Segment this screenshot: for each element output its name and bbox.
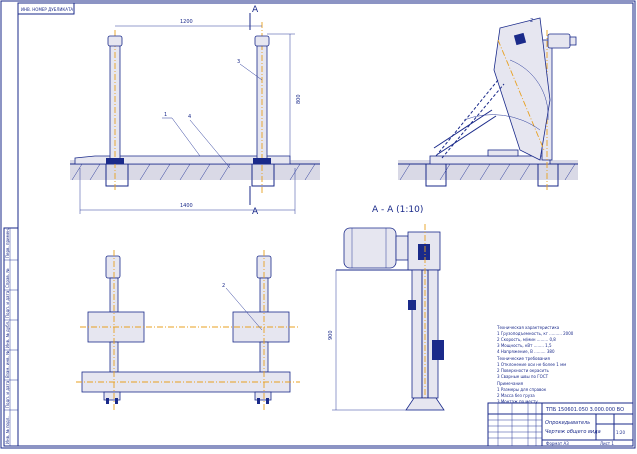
note-1: 1 Грузоподъемность, кг .......... 2000 [497, 331, 574, 336]
title-format: Формат А3 [546, 441, 569, 446]
side-motor [547, 33, 571, 49]
tilt-arc [463, 114, 541, 131]
side-stamp-3: Инв. № дубл. [5, 321, 10, 348]
callout-1-front: 1 [164, 112, 167, 118]
cylinder-dashed [435, 79, 499, 157]
note-3: 3 Мощность, кВт ........ 1,5 [497, 343, 552, 348]
dim-section-text: 900 [328, 330, 334, 340]
notes-block: Техническая характеристика 1 Грузоподъем… [496, 325, 574, 404]
note-0: Техническая характеристика [496, 325, 560, 330]
section-marker-bottom: А [252, 207, 259, 217]
side-platform [429, 155, 551, 165]
note-6: 1 Отклонение оси не более 1 мм [497, 362, 566, 367]
side-stamp-4: Взам. инв. № [5, 351, 10, 378]
note-7: 2 Поверхности окрасить [497, 368, 549, 373]
title-block: ТПБ 150601.050 3.000.000 ВО Опрокидывате… [487, 402, 634, 447]
plan-view: 2 [76, 250, 300, 410]
section-marker-top: А [252, 5, 259, 15]
note-11: 2 Масса без груза [497, 393, 535, 398]
dim-vertical-text: 800 [296, 94, 302, 104]
front-view: А А 1200 800 1400 1 4 3 [70, 5, 320, 217]
tilted-bin [493, 17, 551, 161]
note-5: Технические требования [496, 356, 551, 361]
side-view: 2 [398, 17, 578, 190]
callout-2-side: 2 [530, 18, 533, 24]
title-scale: 1:20 [616, 430, 625, 435]
side-stamp-6: Инв. № подл. [5, 416, 10, 444]
callout-3-front: 3 [237, 59, 240, 65]
cap-left [107, 35, 123, 47]
base-bolt-left [106, 158, 124, 164]
callout-4-front: 4 [188, 114, 191, 120]
side-stamp-5: Подп. и дата [5, 380, 10, 408]
side-stamp-1: Справ. № [5, 269, 10, 288]
title-name-1: Опрокидыватель [545, 420, 590, 426]
inner-frame [17, 2, 634, 447]
side-stamp-column: Перв. примен. Справ. № Подп. и дата Инв.… [3, 227, 19, 447]
dim-overall-text: 1400 [180, 203, 193, 209]
side-stamp-0: Перв. примен. [5, 228, 10, 258]
note-4: 4 Напряжение, В ......... 380 [497, 349, 555, 354]
section-label: А - А (1:10) [372, 205, 423, 215]
header-stamp-text: ИНВ. НОМЕР ДУБЛИКАТА [21, 7, 73, 12]
title-sheet: Лист 1 [600, 441, 614, 446]
side-stamp-2: Подп. и дата [5, 290, 10, 318]
note-9: Примечания [497, 381, 524, 386]
note-8: 3 Сварные швы по ГОСТ [497, 374, 549, 379]
plan-cap-left [105, 255, 121, 279]
floor-fill [70, 160, 320, 180]
callout-2-plan: 2 [222, 283, 225, 289]
title-name-2: Чертеж общего вида [545, 429, 601, 435]
cap-right [254, 35, 270, 47]
note-12: 3 Монтаж по месту [497, 399, 538, 404]
note-2: 2 Скорость, м/мин ......... 0,8 [497, 337, 556, 342]
section-aa: А - А (1:10) 900 [328, 205, 445, 411]
title-code: ТПБ 150601.050 3.000.000 ВО [545, 407, 624, 413]
header-stamp: ИНВ. НОМЕР ДУБЛИКАТА [17, 2, 75, 15]
dim-top-span-text: 1200 [180, 19, 193, 25]
section-clamp [432, 340, 444, 360]
note-10: 1 Размеры для справок [497, 387, 547, 392]
base-bolt-right [253, 158, 271, 164]
